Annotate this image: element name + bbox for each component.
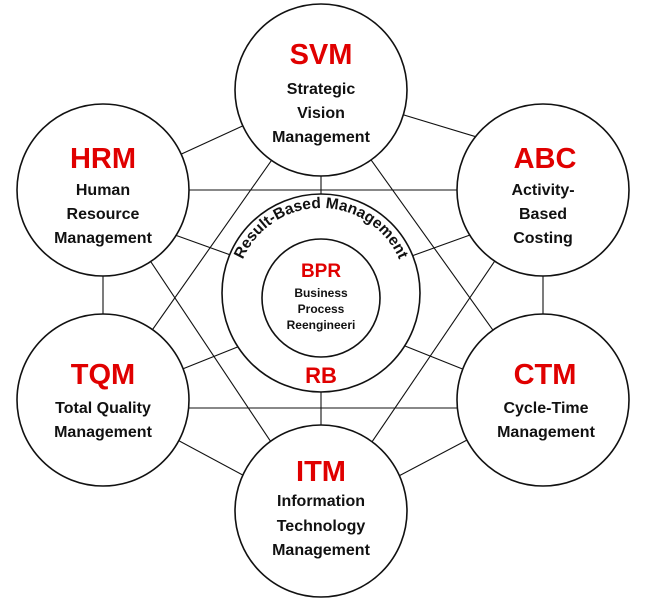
- node-svm: SVM Strategic Vision Management: [234, 3, 408, 177]
- svm-line-2: Vision: [297, 105, 345, 122]
- node-abc: ABC Activity- Based Costing: [456, 103, 630, 277]
- tqm-line-2: Management: [54, 424, 152, 441]
- abc-circle: [456, 103, 630, 277]
- bpr-inner-circle: [261, 238, 381, 358]
- node-tqm: TQM Total Quality Management: [16, 313, 190, 487]
- abc-line-2: Based: [519, 206, 567, 223]
- hrm-line-2: Resource: [67, 206, 140, 223]
- svm-circle: [234, 3, 408, 177]
- bpr-line-2: Process: [298, 302, 345, 316]
- rb-label: RB: [305, 363, 337, 388]
- node-hrm: HRM Human Resource Management: [16, 103, 190, 277]
- tqm-circle: [16, 313, 190, 487]
- node-ctm: CTM Cycle-Time Management: [456, 313, 630, 487]
- abc-line-1: Activity-: [511, 182, 574, 199]
- itm-circle: [234, 424, 408, 598]
- abc-abbr: ABC: [514, 143, 577, 175]
- bpr-line-1: Business: [294, 286, 348, 300]
- itm-line-1: Information: [277, 493, 365, 510]
- ctm-line-2: Management: [497, 424, 595, 441]
- svm-line-1: Strategic: [287, 81, 356, 98]
- node-itm: ITM Information Technology Management: [234, 424, 408, 598]
- tqm-line-1: Total Quality: [55, 400, 151, 417]
- itm-abbr: ITM: [296, 456, 346, 488]
- abc-line-3: Costing: [513, 230, 573, 247]
- ctm-abbr: CTM: [514, 359, 577, 391]
- ctm-circle: [456, 313, 630, 487]
- bpr-line-3: Reengineeri: [287, 318, 356, 332]
- tqm-abbr: TQM: [71, 359, 135, 391]
- itm-line-3: Management: [272, 542, 370, 559]
- hrm-line-1: Human: [76, 182, 130, 199]
- svm-line-3: Management: [272, 129, 370, 146]
- bpr-abbr: BPR: [301, 261, 341, 282]
- center-group: Result-Based Management BPR Business Pro…: [221, 193, 421, 393]
- hrm-abbr: HRM: [70, 143, 136, 175]
- ctm-line-1: Cycle-Time: [503, 400, 588, 417]
- hrm-line-3: Management: [54, 230, 152, 247]
- itm-line-2: Technology: [277, 518, 366, 535]
- link-ctm-center: [394, 341, 471, 373]
- svm-abbr: SVM: [290, 39, 353, 71]
- hrm-circle: [16, 103, 190, 277]
